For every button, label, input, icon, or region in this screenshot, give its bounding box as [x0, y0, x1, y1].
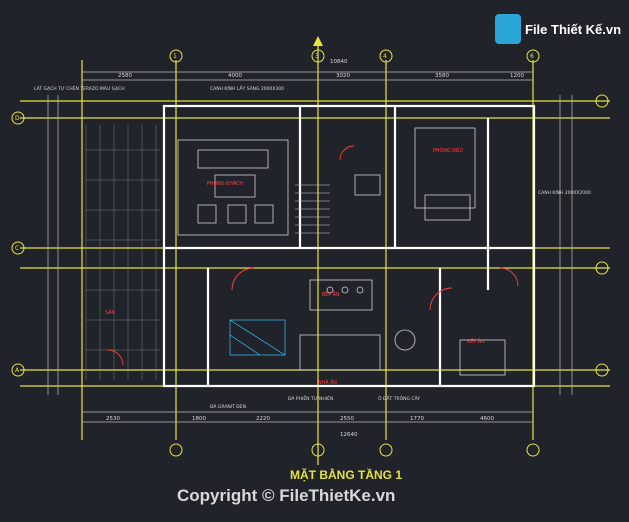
terrace-hatch	[85, 125, 160, 380]
logo-text: File Thiết Kế.vn	[525, 22, 621, 37]
note-planter: Ô ĐẤT TRỒNG CÂY	[378, 393, 420, 402]
annotations: LÁT GẠCH TỰ CHÈN TERAZO MÀU GẠCH CẠNH KÍ…	[34, 84, 591, 410]
note-glass: CẠNH KÍNH 2000X2000	[538, 189, 591, 196]
room-kitchen: BẾP ĂN	[467, 337, 485, 345]
note-stone: ĐÁ PHIẾN TỰ NHIÊN	[288, 394, 333, 402]
furniture	[177, 127, 506, 376]
col-label-3: 3	[315, 53, 319, 60]
copyright-text: Copyright © FileThietKe.vn	[177, 486, 396, 505]
note-granite: ĐÁ GRANIT ĐEN	[210, 403, 246, 410]
logo-suffix: .vn	[602, 22, 622, 37]
dim-top-5: 1200	[510, 73, 524, 79]
room-eat: NHÀ ĂN	[318, 379, 337, 386]
dim-top-4: 3580	[435, 73, 449, 79]
drawing-title: MẶT BẰNG TẦNG 1	[290, 468, 402, 482]
col-label-1: 1	[173, 53, 177, 60]
dim-bottom-overall: 12640	[340, 432, 358, 438]
walls	[162, 104, 536, 388]
dim-bottom-3: 2220	[256, 416, 270, 422]
note-skylight: CẠNH KÍNH LẤY SÁNG 2000X300	[210, 84, 284, 92]
room-yard: SÂN	[105, 309, 115, 316]
dimension-lines	[47, 71, 573, 423]
room-living: PHÒNG KHÁCH	[207, 180, 243, 187]
col-label-6: 6	[530, 53, 534, 60]
row-label-a: A	[15, 367, 20, 374]
dim-bottom-5: 1770	[410, 416, 424, 422]
filethietke-logo: File Thiết Kế.vn	[495, 14, 621, 46]
dim-bottom-6: 4600	[480, 416, 494, 422]
grid-bubbles-columns	[169, 49, 540, 457]
room-dining: BẾP ĂN	[322, 290, 340, 298]
north-arrow-icon	[313, 36, 323, 46]
col-label-4: 4	[383, 53, 387, 60]
dim-top-1: 2580	[118, 73, 132, 79]
row-label-d: D	[15, 115, 20, 122]
dim-bottom-4: 2550	[340, 416, 354, 422]
dim-bottom-1: 2530	[106, 416, 120, 422]
dim-bottom-2: 1800	[192, 416, 206, 422]
room-labels: PHÒNG KHÁCH PHÒNG NGỦ BẾP ĂN BẾP ĂN SÂN …	[105, 146, 485, 386]
logo-badge-icon	[495, 14, 521, 44]
doors	[107, 145, 519, 366]
grid-bubble-labels: 1 3 4 6 D C A	[15, 53, 534, 374]
note-terazo: LÁT GẠCH TỰ CHÈN TERAZO MÀU GẠCH	[34, 84, 125, 92]
room-bedroom: PHÒNG NGỦ	[433, 146, 463, 154]
row-label-c: C	[15, 245, 19, 252]
grid-bubbles-rows	[11, 94, 609, 377]
staircase	[295, 184, 330, 234]
dim-top-3: 3020	[336, 73, 350, 79]
dim-top-overall: 10840	[330, 59, 348, 65]
hatched-slab	[229, 319, 286, 356]
dimension-texts: 2580 4000 3020 3580 1200 10840 2530 1800…	[106, 59, 524, 438]
logo-brand: File Thiết Kế	[525, 22, 603, 37]
dim-top-2: 4000	[228, 73, 242, 79]
